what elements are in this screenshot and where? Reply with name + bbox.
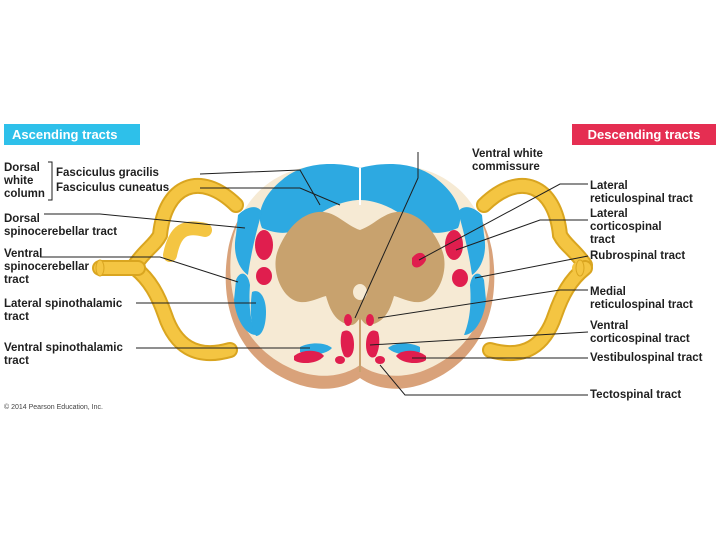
ventral-corticospinal-tract-left [340,330,354,358]
medial-reticulospinal-tract-right [366,314,374,326]
lateral-spinothalamic-label: Lateral spinothalamic tract [4,298,123,323]
leader-lines [40,152,589,396]
tectospinal-tract-left [335,356,345,364]
copyright-notice: © 2014 Pearson Education, Inc. [4,404,103,411]
dorsal-white-column-label: Dorsal white column [4,162,45,200]
right-lateral-reticulospinal-tract [412,252,426,268]
gray-matter [275,211,445,326]
left-ventral-spinocerebellar-tract [234,273,256,335]
medial-reticulospinal-label: Medial reticulospinal tract [590,286,693,311]
ascending-tracts-header: Ascending tracts [4,124,140,145]
left-lateral-corticospinal-tract [255,230,273,260]
lateral-corticospinal-label: Lateral corticospinal tract [590,208,662,246]
ventral-corticospinal-label: Ventral corticospinal tract [590,320,690,345]
right-lateral-corticospinal-tract [445,230,463,260]
descending-tracts-header: Descending tracts [572,124,716,145]
lateral-reticulospinal-label: Lateral reticulospinal tract [590,180,693,205]
ventral-spinocerebellar-label: Ventral spinocerebellar tract [4,248,90,286]
tectospinal-label: Tectospinal tract [590,389,682,401]
left-rubrospinal-tract [256,267,272,285]
left-lateral-spinothalamic-tract [250,291,266,336]
left-nerve-roots [92,178,244,362]
medial-reticulospinal-tract-left [344,314,352,326]
ventral-spinothalamic-label: Ventral spinothalamic tract [4,342,123,367]
left-dorsal-spinocerebellar-tract [234,207,262,275]
dorsal-spinocerebellar-label: Dorsal spinocerebellar tract [4,213,118,238]
ventral-white-commissure-label: Ventral white commissure [472,148,543,173]
right-vestibulospinal-tract [396,350,426,364]
vestibulospinal-label: Vestibulospinal tract [590,352,703,364]
right-lateral-tract-lower [464,273,486,335]
fasciculus-gracilis-label: Fasciculus gracilis [56,167,159,179]
right-lateral-tract-upper [458,207,486,275]
fasciculus-cuneatus-label: Fasciculus cuneatus [56,182,170,194]
tectospinal-tract-right [375,356,385,364]
rubrospinal-label: Rubrospinal tract [590,250,686,262]
ventral-corticospinal-tract-right [366,330,380,358]
right-nerve-roots [476,178,593,362]
left-vestibulospinal-tract [294,350,324,364]
right-rubrospinal-tract [452,269,468,287]
